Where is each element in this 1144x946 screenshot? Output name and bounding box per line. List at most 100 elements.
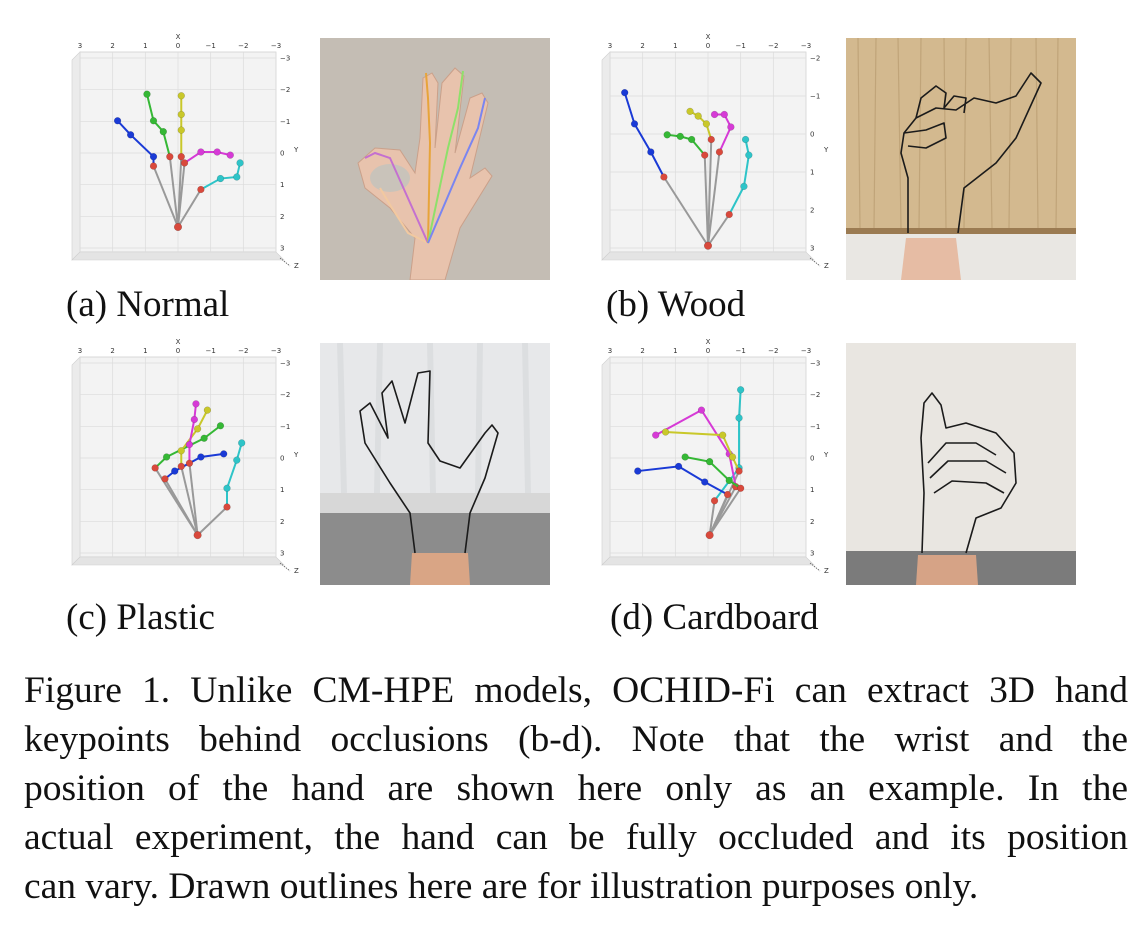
palm-bone [177,156,183,228]
keypoint [725,210,733,219]
y-tick-label: −3 [280,360,290,368]
z-axis-label: Z [294,262,299,270]
keypoint [727,123,735,131]
hand-photo-normal [320,38,550,280]
x-axis-label: X [176,338,181,346]
x-tick-label: 0 [176,42,180,50]
keypoint [740,182,748,191]
keypoint [238,439,246,447]
keypoint [190,415,198,424]
z-axis-label: Z [824,567,829,575]
keypoint [161,475,169,483]
plot-floor-pane [601,251,815,261]
finger-bones [145,93,171,157]
palm-bone [708,494,729,536]
keypoint [741,135,750,144]
finger-bones [655,408,737,487]
x-tick-label: −3 [271,42,281,50]
keypoint [143,90,151,98]
palm-bone [180,466,199,536]
x-tick-label: −2 [238,42,248,50]
finger-bones [728,139,750,215]
panel-caption-c: (c) Plastic [66,597,215,638]
palm-bone [663,176,709,247]
x-tick-label: 2 [640,347,644,355]
keypoint [686,107,694,116]
hand-photo-plastic-image [320,343,550,585]
y-tick-label: 1 [810,169,814,177]
y-axis-label: Y [293,451,299,459]
finger-bones [684,456,742,490]
x-tick-label: −2 [768,42,778,50]
keypoint [710,497,719,505]
finger-bones [637,465,729,496]
palm-bone [152,165,179,228]
keypoint [707,135,715,144]
keypoint [185,440,194,449]
keypoint [745,151,753,159]
y-tick-label: 1 [280,181,284,189]
palm-bone [168,156,179,228]
keypoint [694,112,702,120]
wrist-keypoint [703,241,713,250]
z-axis-label: Z [824,262,829,270]
keypoint [159,128,167,136]
y-tick-label: 1 [280,486,284,494]
finger-bones [713,389,742,502]
x-tick-label: −2 [238,347,248,355]
x-tick-label: −1 [206,42,216,50]
z-axis-ticks [809,257,821,267]
keypoint [200,434,208,442]
keypoint [681,453,689,461]
keypoint [710,110,719,119]
x-tick-label: 1 [143,42,147,50]
finger-bones [226,442,243,507]
hand-photo-wood [846,38,1076,280]
keypoint [735,414,743,422]
palm-bone [708,500,716,536]
y-tick-label: 2 [810,518,814,526]
y-tick-label: 1 [810,486,814,494]
x-axis-label: X [706,338,711,346]
keypoint [197,453,205,461]
keypoint [715,148,724,156]
keypoint [220,450,228,458]
y-axis-label: Y [823,146,829,154]
palm-bone [707,151,721,246]
y-axis-label: Y [823,451,829,459]
keypoint [177,110,185,119]
x-tick-label: 0 [176,347,180,355]
x-tick-label: 2 [110,42,114,50]
y-tick-label: −1 [280,118,290,126]
y-tick-label: 0 [280,455,284,463]
keypoint [213,148,221,156]
keypoint [630,120,639,128]
keypoint [171,467,179,475]
keypoint [149,153,158,161]
x-tick-label: 0 [706,347,710,355]
keypoint [223,503,231,511]
keypoint [177,153,185,161]
figure-caption-line: Figure 1. Unlike CM-HPE models, OCHID-Fi… [24,670,1128,711]
hand-photo-cardboard-image [846,343,1076,585]
keypoint [701,151,709,159]
figure-caption: Figure 1. Unlike CM-HPE models, OCHID-Fi… [24,666,1128,911]
keypoint [216,174,225,183]
x-tick-label: −3 [801,42,811,50]
finger-bones [188,403,197,464]
finger-bones [714,113,732,153]
hand-photo-normal-image [320,38,550,280]
y-tick-label: −2 [280,86,290,94]
keypoint [728,453,737,461]
plot-side-pane [71,356,81,566]
y-tick-label: −1 [810,93,820,101]
palm-bone [703,155,709,246]
wrist-keypoint [705,531,714,540]
hand-photo-plastic [320,343,550,585]
y-tick-label: −3 [280,55,290,63]
keypoint [192,400,200,408]
keypoint [725,476,733,485]
